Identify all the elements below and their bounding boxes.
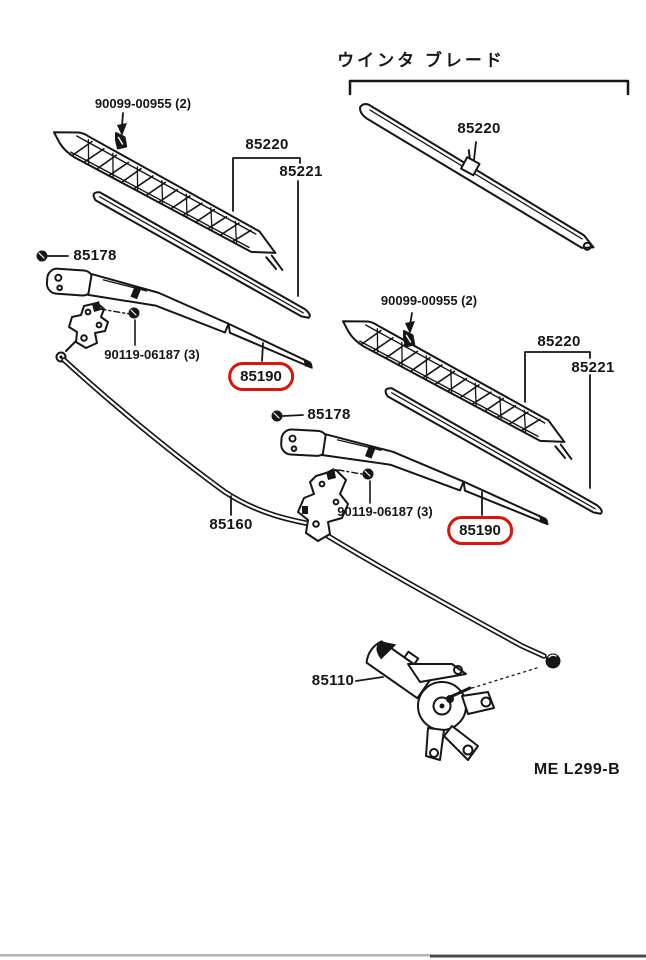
label-wiper-link: 85160 (209, 516, 253, 533)
label-blade-rubber-1: 85221 (279, 163, 323, 180)
label-arm-set-nut-1: 90119-06187 (3) (104, 347, 200, 362)
drawing-code: ME L299-B (533, 761, 621, 778)
label-arm-set-nut-2: 90119-06187 (3) (337, 504, 433, 519)
highlighted-part-wiper-arm-1: 85190 (228, 362, 294, 391)
label-pivot-cap-1: 85178 (73, 247, 117, 264)
label-blade-clip-2: 90099-00955 (2) (380, 293, 478, 308)
highlighted-part-wiper-arm-2: 85190 (447, 516, 513, 545)
label-blade-clip-1: 90099-00955 (2) (94, 96, 192, 111)
label-blade-assy-1: 85220 (245, 136, 289, 153)
label-pivot-cap-2: 85178 (307, 406, 351, 423)
winter-section-bracket (348, 79, 630, 96)
winter-blade-section-title: ウインタ ブレード (337, 51, 505, 70)
label-wiper-motor: 85110 (311, 672, 355, 689)
wiper-motor-drawing (365, 640, 495, 761)
label-winter-blade-85220: 85220 (457, 120, 501, 137)
label-wiper-arm-1: 85190 (240, 368, 282, 385)
label-wiper-arm-2: 85190 (459, 522, 501, 539)
label-blade-assy-2: 85220 (537, 333, 581, 350)
winter-blade-drawing (359, 103, 595, 251)
label-blade-rubber-2: 85221 (571, 359, 615, 376)
